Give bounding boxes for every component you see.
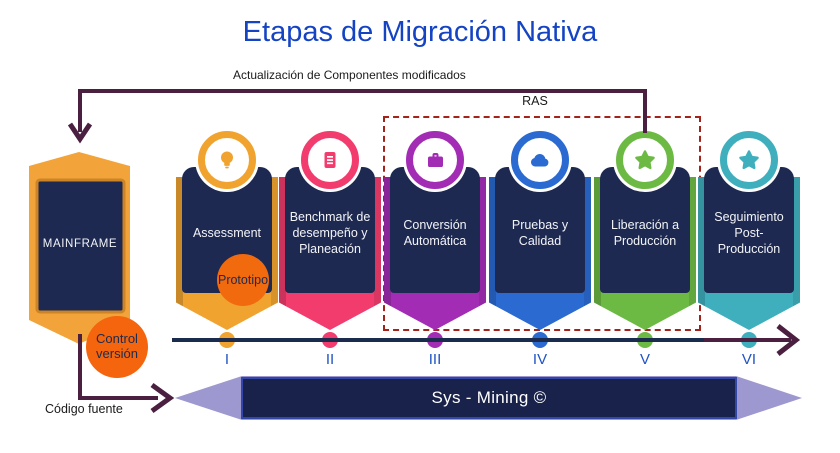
feedback-arrow-label: Actualización de Componentes modificados xyxy=(233,68,466,82)
timeline-numeral: III xyxy=(428,351,442,368)
stage-icon-badge xyxy=(301,131,359,189)
document-icon xyxy=(324,152,336,168)
prototipo-label: Prototipo xyxy=(217,273,269,287)
stage-icon-badge xyxy=(198,131,256,189)
star-icon xyxy=(739,150,759,170)
timeline-tick: I xyxy=(197,332,257,368)
stage-label: Seguimiento Post- Producción xyxy=(714,209,784,257)
stage-label: Benchmark de desempeño y Planeación xyxy=(289,209,371,257)
stage-icon-badge xyxy=(511,131,569,189)
timeline-tick: VI xyxy=(719,332,779,368)
timeline-dot xyxy=(637,332,653,348)
codigo-fuente-label: Código fuente xyxy=(45,402,123,416)
stage-label: Liberación a Producción xyxy=(610,217,680,248)
control-version-label: Control versión xyxy=(96,331,138,361)
mainframe-screen xyxy=(35,178,126,314)
stage-3-conversion: Conversión Automática xyxy=(384,131,486,331)
timeline-dot xyxy=(322,332,338,348)
control-version-badge: Control versión xyxy=(86,316,148,378)
timeline-dot xyxy=(427,332,443,348)
banner-label: Sys - Mining © xyxy=(431,388,547,407)
stage-label: Assessment xyxy=(192,225,262,240)
timeline-numeral: V xyxy=(639,351,650,368)
feedback-arrowhead xyxy=(67,122,93,144)
star-icon xyxy=(635,150,655,170)
prototipo-badge: Prototipo xyxy=(217,254,269,306)
timeline-tick: IV xyxy=(510,332,570,368)
stage-6-seguimiento: Seguimiento Post- Producción xyxy=(698,131,800,331)
timeline-dot xyxy=(219,332,235,348)
briefcase-icon xyxy=(428,153,443,167)
stage-icon-badge xyxy=(720,131,778,189)
stage-icon-badge xyxy=(406,131,464,189)
stage-label: Conversión Automática xyxy=(403,217,467,248)
stage-icon-badge xyxy=(616,131,674,189)
stage-label: Pruebas y Calidad xyxy=(511,217,569,248)
ras-label: RAS xyxy=(522,94,548,108)
timeline-tick: II xyxy=(300,332,360,368)
timeline-dot xyxy=(532,332,548,348)
timeline-tick: III xyxy=(405,332,465,368)
timeline-tick: V xyxy=(615,332,675,368)
stage-4-pruebas: Pruebas y Calidad xyxy=(489,131,591,331)
banner-box xyxy=(241,377,737,419)
cloud-icon xyxy=(530,153,549,167)
timeline-numeral: VI xyxy=(741,351,757,368)
page-title: Etapas de Migración Nativa xyxy=(242,16,598,48)
timeline-numeral: IV xyxy=(532,351,548,368)
stage-5-liberacion: Liberación a Producción xyxy=(594,131,696,331)
mainframe-shape xyxy=(29,152,130,344)
mainframe-label: MAINFRAME xyxy=(42,238,118,250)
timeline-numeral: I xyxy=(224,351,230,368)
lightbulb-icon xyxy=(221,151,233,169)
stage-2-benchmark: Benchmark de desempeño y Planeación xyxy=(279,131,381,331)
timeline-dot xyxy=(741,332,757,348)
sys-mining-banner xyxy=(175,376,802,420)
timeline-numeral: II xyxy=(325,351,335,368)
